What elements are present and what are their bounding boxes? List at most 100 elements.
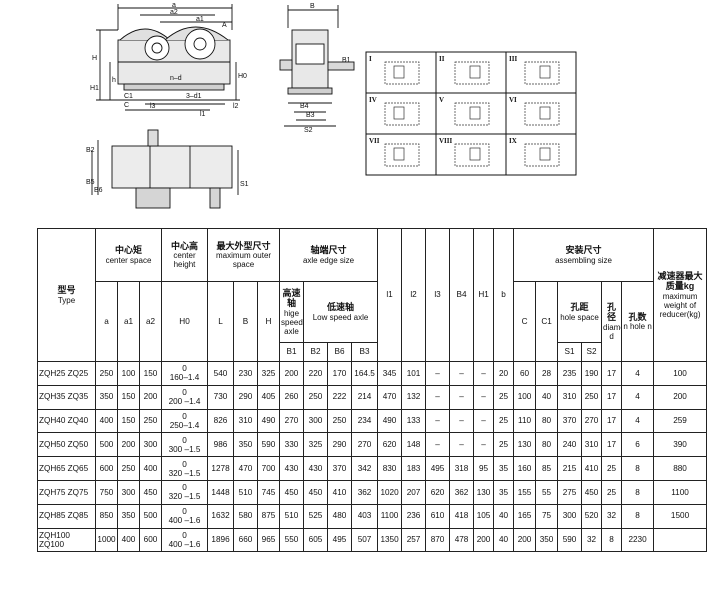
svg-text:S1: S1: [240, 181, 249, 188]
cell-n: 4: [621, 361, 655, 386]
cell-c1: 40: [535, 384, 559, 410]
cell-d: 17: [601, 408, 623, 434]
cell-b6: 370: [327, 456, 353, 481]
cell-l3: 620: [425, 479, 451, 505]
cell-n: 4: [621, 408, 655, 434]
cell-a: 750: [95, 479, 118, 505]
col-b: b: [493, 228, 515, 362]
cell-a2: 450: [138, 479, 163, 505]
cell-a2: 200: [138, 384, 163, 410]
cell-a: 250: [95, 361, 118, 386]
cell-b: 580: [233, 503, 259, 529]
cell-d: 17: [601, 384, 623, 410]
cell-l: 730: [207, 384, 235, 410]
cell-b: 310: [233, 408, 259, 434]
cell-c: 100: [513, 384, 537, 410]
col-c1: C1: [535, 281, 559, 362]
cell-b1: 270: [279, 408, 305, 434]
cell-l1: 345: [377, 361, 403, 386]
col-l: L: [207, 281, 235, 362]
cell-b2: 525: [303, 503, 329, 529]
cell-l2: 207: [401, 479, 427, 505]
svg-text:III: III: [509, 55, 517, 63]
cell-b2: 300: [303, 408, 329, 434]
cell-w: 259: [653, 408, 707, 434]
cell-l3: 870: [425, 527, 451, 553]
cell-b: 20: [493, 361, 515, 386]
cell-b2: 430: [303, 456, 329, 481]
cell-b3: 342: [351, 456, 379, 481]
cell-c: 60: [513, 361, 537, 386]
cell-b4: –: [449, 408, 475, 434]
h0-tolerance-bottom: 320 –1.5: [168, 468, 201, 478]
center-space-header: 中心矩 center space: [94, 228, 163, 282]
plan-view: [91, 129, 239, 209]
cell-l: 1448: [207, 479, 235, 505]
cell-b4: 478: [449, 527, 475, 553]
col-h: H: [257, 281, 281, 362]
cell-b3: 507: [351, 527, 379, 553]
cell-b6: 170: [327, 361, 353, 386]
cell-h: 745: [257, 479, 281, 505]
cell-h: 875: [257, 503, 281, 529]
cell-s1: 310: [557, 384, 583, 410]
cell-a2: 150: [138, 361, 163, 386]
cell-b: 230: [233, 361, 259, 386]
cell-l3: –: [425, 408, 451, 434]
cell-b2: 605: [303, 527, 329, 553]
cell-l1: 1350: [377, 527, 403, 553]
svg-text:n–d: n–d: [170, 75, 182, 82]
cell-s1: 240: [557, 432, 583, 458]
h0-tolerance-bottom: 200 –1.4: [168, 397, 201, 407]
side-elevation-labels: a a2 a1 A H H1 H0 h n–d 3–d1 C1 C l3 l1 …: [90, 2, 247, 118]
cell-b2: 450: [303, 479, 329, 505]
svg-text:C1: C1: [124, 93, 133, 100]
cell-h1: –: [473, 432, 495, 458]
cell-a2: 600: [138, 527, 163, 553]
svg-text:H1: H1: [90, 85, 99, 92]
cell-b3: 270: [351, 432, 379, 458]
cell-d: 32: [601, 503, 623, 529]
cell-b2: 250: [303, 384, 329, 410]
cell-d: 25: [601, 479, 623, 505]
svg-text:B6: B6: [94, 187, 103, 194]
svg-text:S2: S2: [304, 127, 313, 134]
cell-l: 1632: [207, 503, 235, 529]
cell-b6: 410: [327, 479, 353, 505]
cell-a: 1000: [95, 527, 118, 553]
cell-b4: –: [449, 432, 475, 458]
cell-b3: 214: [351, 384, 379, 410]
outer-size-header: 最大外型尺寸 maximum outer space: [207, 228, 281, 282]
svg-text:l1: l1: [200, 111, 206, 118]
cell-b2: 325: [303, 432, 329, 458]
cell-a1: 250: [117, 456, 140, 481]
h0-tolerance-bottom: 250–1.4: [169, 420, 200, 430]
col-b-outer: B: [233, 281, 259, 362]
end-view: [279, 5, 355, 127]
cell-b6: 222: [327, 384, 353, 410]
h0-tolerance-bottom: 160–1.4: [169, 373, 200, 383]
cell-a: 350: [95, 384, 118, 410]
cell-l1: 830: [377, 456, 403, 481]
cell-a: 600: [95, 456, 118, 481]
cell-d: 8: [601, 527, 623, 553]
cell-b: 350: [233, 432, 259, 458]
svg-text:l3: l3: [150, 103, 156, 110]
svg-text:I: I: [369, 55, 372, 63]
cell-w: 390: [653, 432, 707, 458]
cell-b6: 290: [327, 432, 353, 458]
svg-text:VIII: VIII: [439, 137, 453, 145]
cell-l2: 236: [401, 503, 427, 529]
cell-h1: –: [473, 408, 495, 434]
cell-c: 200: [513, 527, 537, 553]
svg-text:3–d1: 3–d1: [186, 93, 202, 100]
cell-l: 1896: [207, 527, 235, 553]
cell-a1: 400: [117, 527, 140, 553]
cell-a2: 300: [138, 432, 163, 458]
hole-number-header: 孔数 n hole n: [621, 281, 655, 362]
cell-b1: 430: [279, 456, 305, 481]
